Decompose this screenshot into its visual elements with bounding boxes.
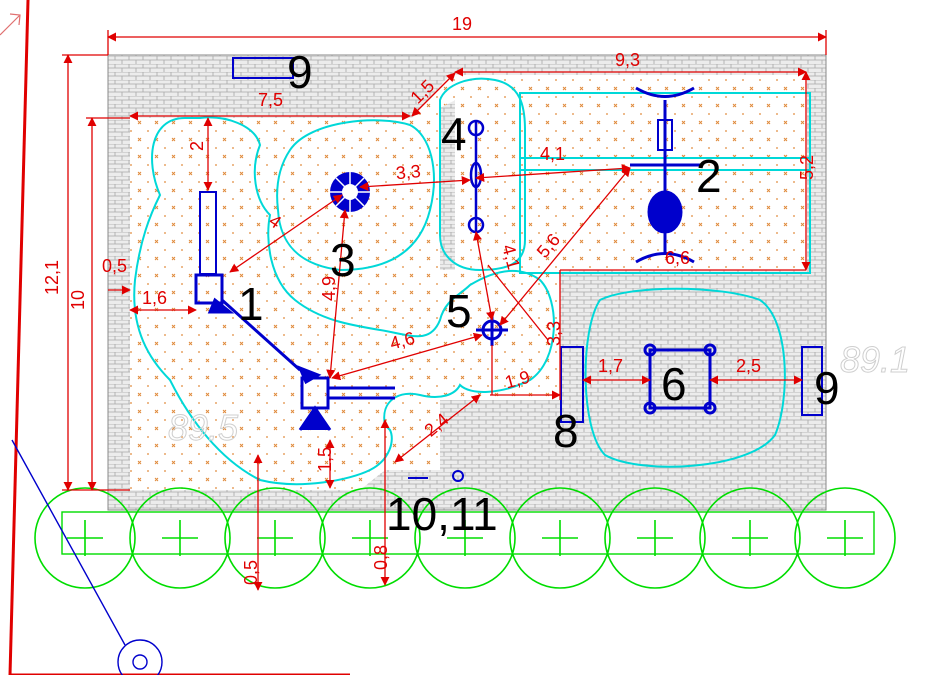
dim-4-to-2: 4,1 xyxy=(540,144,565,164)
label-item-9-right: 9 xyxy=(814,362,840,414)
label-item-1: 1 xyxy=(238,278,264,330)
dim-3-to-4: 3,3 xyxy=(395,161,422,183)
dim-8-to-6: 1,7 xyxy=(598,356,623,376)
sand-zone-right xyxy=(455,75,807,270)
equipment-7-climber xyxy=(297,365,395,431)
label-item-6: 6 xyxy=(661,358,687,410)
equipment-9-bench-top xyxy=(232,57,294,79)
dim-3-to-7: 4,9 xyxy=(319,276,339,301)
dim-right-zone-height: 5,2 xyxy=(797,155,817,180)
dim-5-right: 3,3 xyxy=(544,321,564,346)
equipment-10-11-bin-lamp xyxy=(408,470,464,482)
dim-overall-height: 12,1 xyxy=(42,260,62,295)
utility-line xyxy=(11,439,163,675)
label-item-4: 4 xyxy=(441,108,467,160)
tree-row xyxy=(34,487,896,589)
label-item-10-11: 10,11 xyxy=(386,488,498,540)
label-item-8: 8 xyxy=(553,405,579,457)
label-item-2: 2 xyxy=(696,150,722,202)
dim-tree-row: 0,5 xyxy=(241,560,261,585)
equipment-3-carousel xyxy=(330,172,370,212)
site-boundary xyxy=(8,0,350,675)
dim-1-left-gap: 0,5 xyxy=(102,256,127,276)
dim-top-left-run: 7,5 xyxy=(258,90,283,110)
dim-7-bottom: 1,5 xyxy=(315,447,335,472)
elevation-mark-left: 89.5 xyxy=(168,407,239,448)
label-item-3: 3 xyxy=(330,234,356,286)
dim-top-right-run: 9,3 xyxy=(615,50,640,70)
dim-overall-width: 19 xyxy=(452,14,472,34)
elevation-mark-right: 89.1 xyxy=(840,339,910,380)
dimension-lines xyxy=(62,30,827,591)
dim-1-left: 1,6 xyxy=(142,288,167,308)
equipment-1-slide xyxy=(194,191,302,372)
label-item-9-top: 9 xyxy=(287,46,313,98)
dim-zone2-width: 6,6 xyxy=(665,248,690,268)
dim-6-to-9: 2,5 xyxy=(736,356,761,376)
dim-1-top: 2 xyxy=(187,141,207,151)
label-item-5: 5 xyxy=(446,285,472,337)
dim-hedge: 0,8 xyxy=(371,545,391,570)
dim-inner-height: 10 xyxy=(68,290,88,310)
equipment-2-swing xyxy=(630,86,700,264)
north-arrow-mark xyxy=(0,13,21,36)
